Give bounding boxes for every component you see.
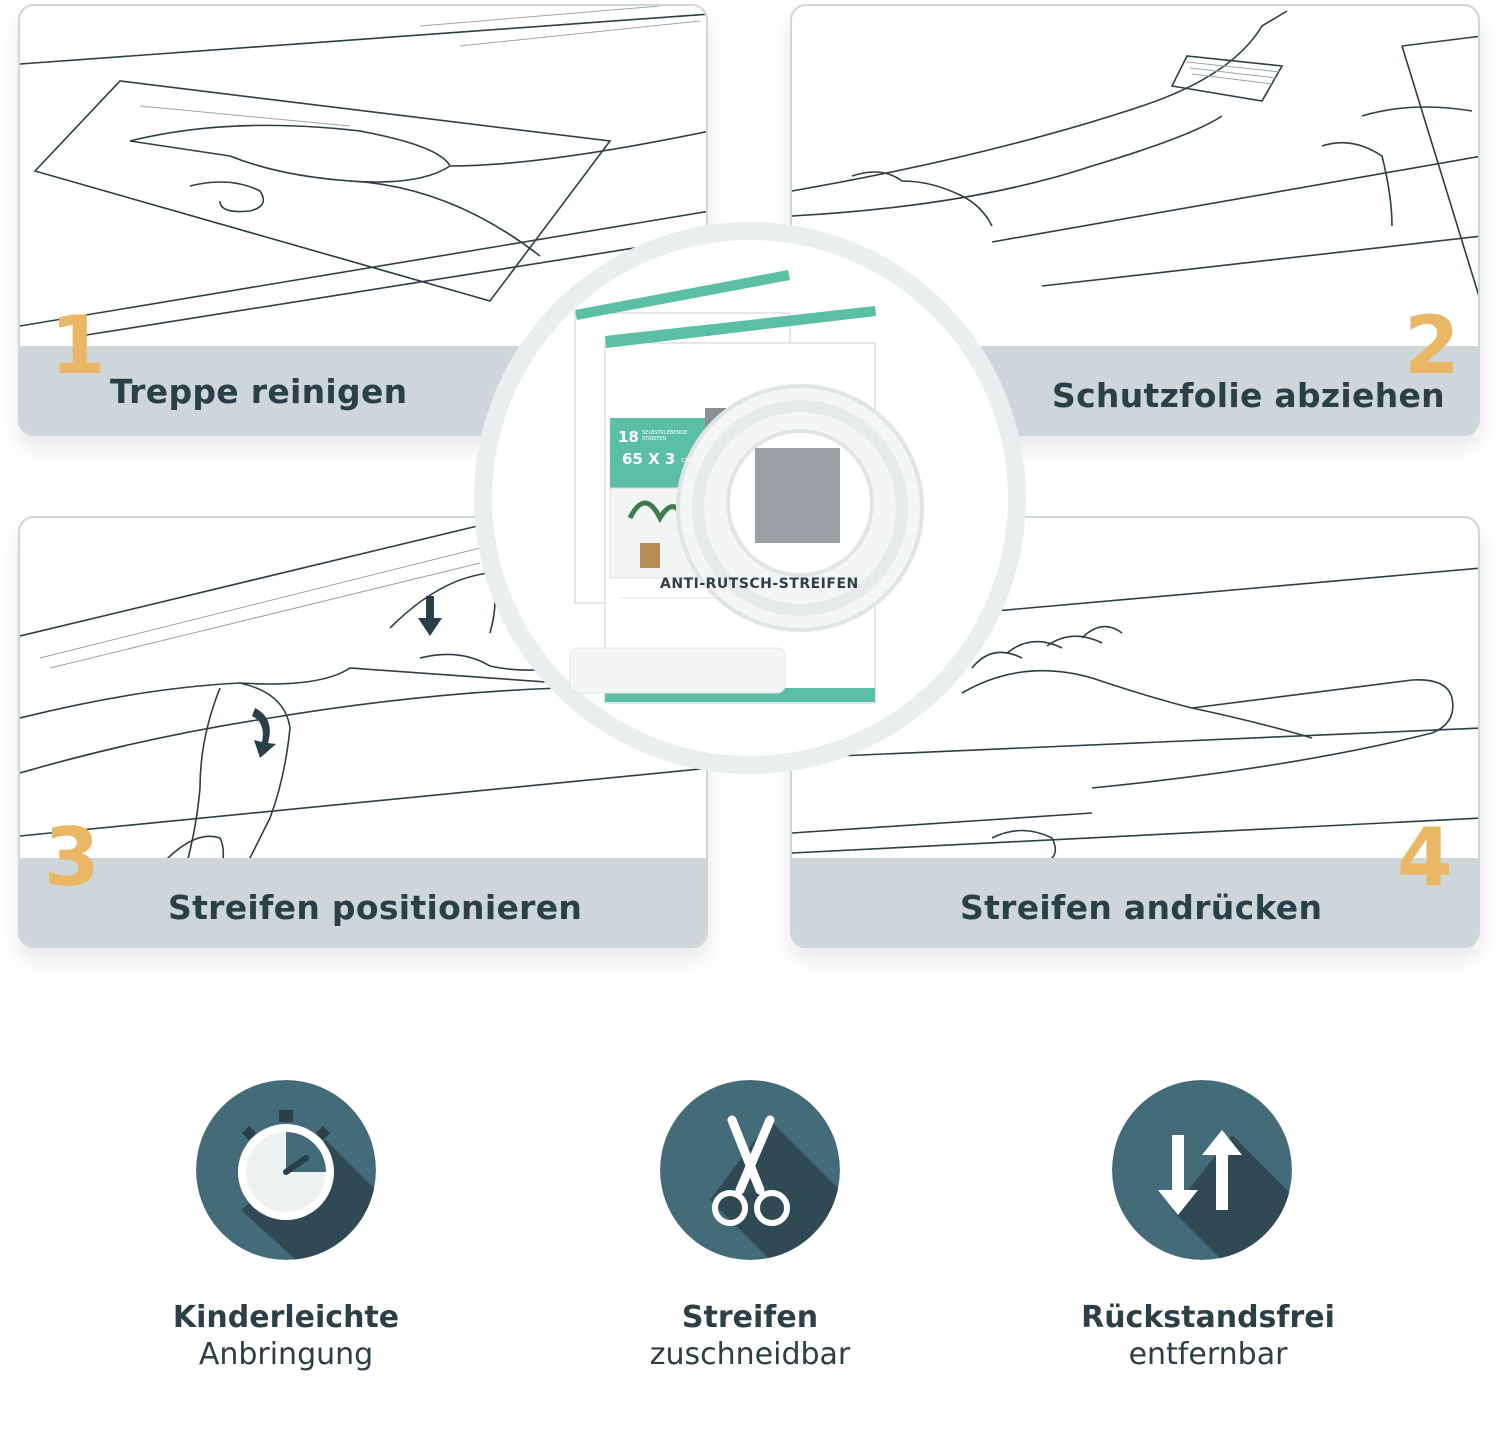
press-strip-illustration (792, 567, 1478, 864)
step-label: Streifen positionieren (168, 888, 583, 927)
step-label: Schutzfolie abziehen (1052, 376, 1445, 415)
feature-title: Kinderleichte (172, 1300, 400, 1335)
feature-subtitle: entfernbar (1128, 1337, 1288, 1372)
cleaning-illustration (20, 6, 706, 337)
step-number: 2 (1404, 299, 1460, 392)
step-label: Streifen andrücken (960, 888, 1323, 927)
stopwatch-badge (196, 1080, 376, 1260)
step-number: 1 (50, 299, 106, 392)
product-count-caption: SELBSTKLEBENDE STREIFEN (642, 430, 688, 442)
step-band (20, 858, 706, 946)
feature-subtitle: Anbringung (198, 1337, 374, 1372)
step-band (792, 858, 1478, 946)
scissors-badge (660, 1080, 840, 1260)
arrows-badge (1112, 1080, 1292, 1260)
peel-film-illustration (792, 10, 1478, 296)
product-count: 18 (618, 428, 639, 446)
step-panel-3: 3 Streifen positionieren (18, 516, 708, 948)
step-number: 3 (44, 811, 100, 904)
product-medallion: 18 SELBSTKLEBENDE STREIFEN 65 X 3 cm ANT… (470, 218, 1030, 778)
stopwatch-icon (196, 1080, 376, 1260)
feature-title: Streifen (681, 1300, 819, 1335)
product-size-unit: cm (681, 456, 692, 464)
product-image (474, 222, 1026, 774)
product-title: ANTI-RUTSCH-STREIFEN (660, 576, 859, 592)
feature-3: Rückstandsfrei entfernbar (1008, 1300, 1408, 1372)
feature-2: Streifen zuschneidbar (550, 1300, 950, 1372)
feature-subtitle: zuschneidbar (649, 1337, 851, 1372)
scissors-icon (660, 1080, 840, 1260)
step-number: 4 (1397, 811, 1453, 904)
product-size: 65 X 3 (622, 450, 676, 468)
step-label: Treppe reinigen (110, 372, 408, 411)
feature-1: Kinderleichte Anbringung (86, 1300, 486, 1372)
feature-title: Rückstandsfrei (1081, 1300, 1335, 1335)
arrows-up-down-icon (1112, 1080, 1292, 1260)
